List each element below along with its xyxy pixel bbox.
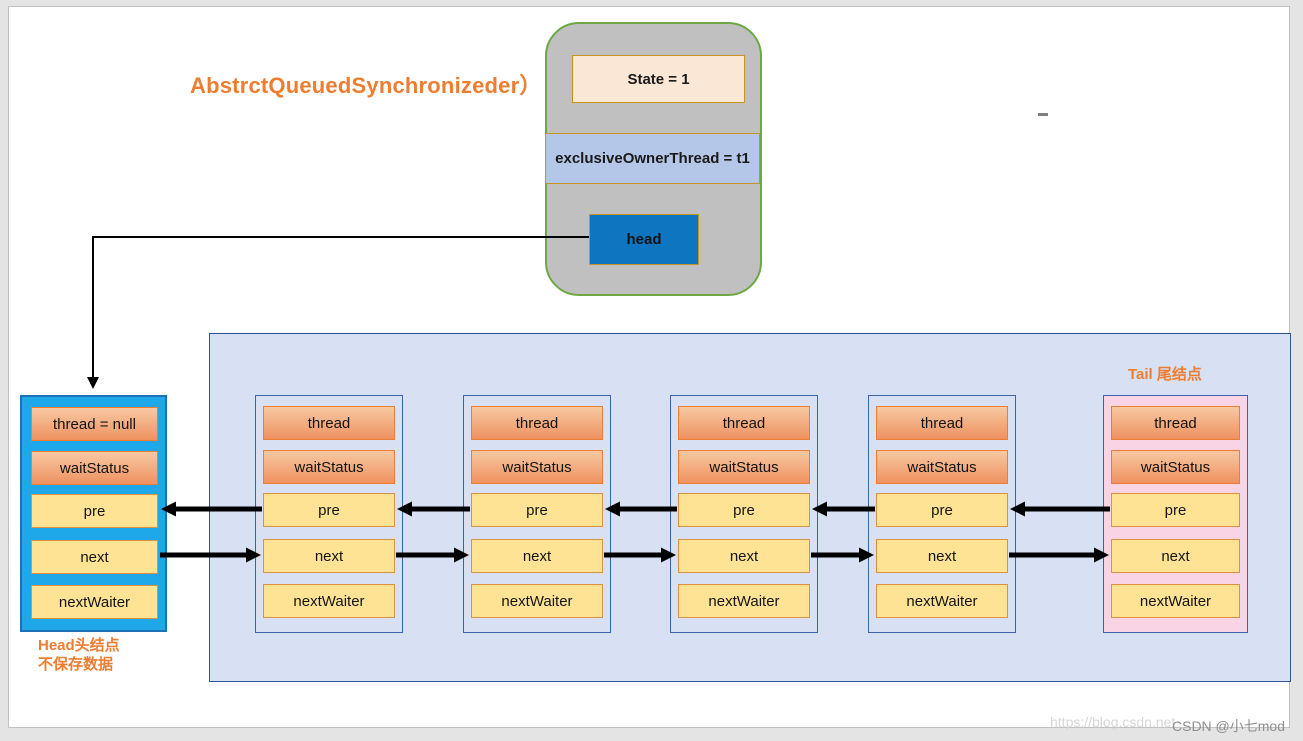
node3-next-field: next xyxy=(678,539,810,573)
head-node-waitstatus-field: waitStatus xyxy=(31,451,158,485)
dash-mark xyxy=(1038,113,1048,116)
diagram-title: AbstrctQueuedSynchronizeder） xyxy=(190,73,542,98)
node4-nextwaiter-field: nextWaiter xyxy=(876,584,1008,618)
exclusive-owner-thread-box: exclusiveOwnerThread = t1 xyxy=(545,133,760,184)
node2-nextwaiter-field: nextWaiter xyxy=(471,584,603,618)
node3-pre-field: pre xyxy=(678,493,810,527)
head-note-line1: Head头结点 xyxy=(38,637,120,654)
node1-next-field: next xyxy=(263,539,395,573)
tail-pre-field: pre xyxy=(1111,493,1240,527)
head-node-note: Head头结点 不保存数据 xyxy=(38,636,120,674)
node2-thread-field: thread xyxy=(471,406,603,440)
tail-node-label: Tail 尾结点 xyxy=(1128,366,1202,383)
state-field-box: State = 1 xyxy=(572,55,745,103)
head-node-pre-field: pre xyxy=(31,494,158,528)
queue-node-3: thread waitStatus pre next nextWaiter xyxy=(670,395,818,633)
node4-pre-field: pre xyxy=(876,493,1008,527)
watermark: https://blog.csdn.net CSDN @小七mod xyxy=(1050,711,1290,734)
node1-pre-field: pre xyxy=(263,493,395,527)
node4-waitstatus-field: waitStatus xyxy=(876,450,1008,484)
head-node-nextwaiter-field: nextWaiter xyxy=(31,585,158,619)
node1-thread-field: thread xyxy=(263,406,395,440)
tail-node: thread waitStatus pre next nextWaiter xyxy=(1103,395,1248,633)
queue-node-4: thread waitStatus pre next nextWaiter xyxy=(868,395,1016,633)
head-node-thread-field: thread = null xyxy=(31,407,158,441)
watermark-url-text: https://blog.csdn.net xyxy=(1050,714,1176,730)
head-pointer-box: head xyxy=(589,214,699,265)
node4-thread-field: thread xyxy=(876,406,1008,440)
node3-waitstatus-field: waitStatus xyxy=(678,450,810,484)
node3-thread-field: thread xyxy=(678,406,810,440)
node4-next-field: next xyxy=(876,539,1008,573)
tail-next-field: next xyxy=(1111,539,1240,573)
node2-waitstatus-field: waitStatus xyxy=(471,450,603,484)
tail-thread-field: thread xyxy=(1111,406,1240,440)
node2-next-field: next xyxy=(471,539,603,573)
node1-nextwaiter-field: nextWaiter xyxy=(263,584,395,618)
queue-node-2: thread waitStatus pre next nextWaiter xyxy=(463,395,611,633)
queue-node-1: thread waitStatus pre next nextWaiter xyxy=(255,395,403,633)
head-node-next-field: next xyxy=(31,540,158,574)
tail-nextwaiter-field: nextWaiter xyxy=(1111,584,1240,618)
node3-nextwaiter-field: nextWaiter xyxy=(678,584,810,618)
node2-pre-field: pre xyxy=(471,493,603,527)
watermark-handle-text: CSDN @小七mod xyxy=(1172,718,1286,734)
tail-waitstatus-field: waitStatus xyxy=(1111,450,1240,484)
node1-waitstatus-field: waitStatus xyxy=(263,450,395,484)
head-note-line2: 不保存数据 xyxy=(38,656,114,673)
head-node: thread = null waitStatus pre next nextWa… xyxy=(20,395,167,632)
